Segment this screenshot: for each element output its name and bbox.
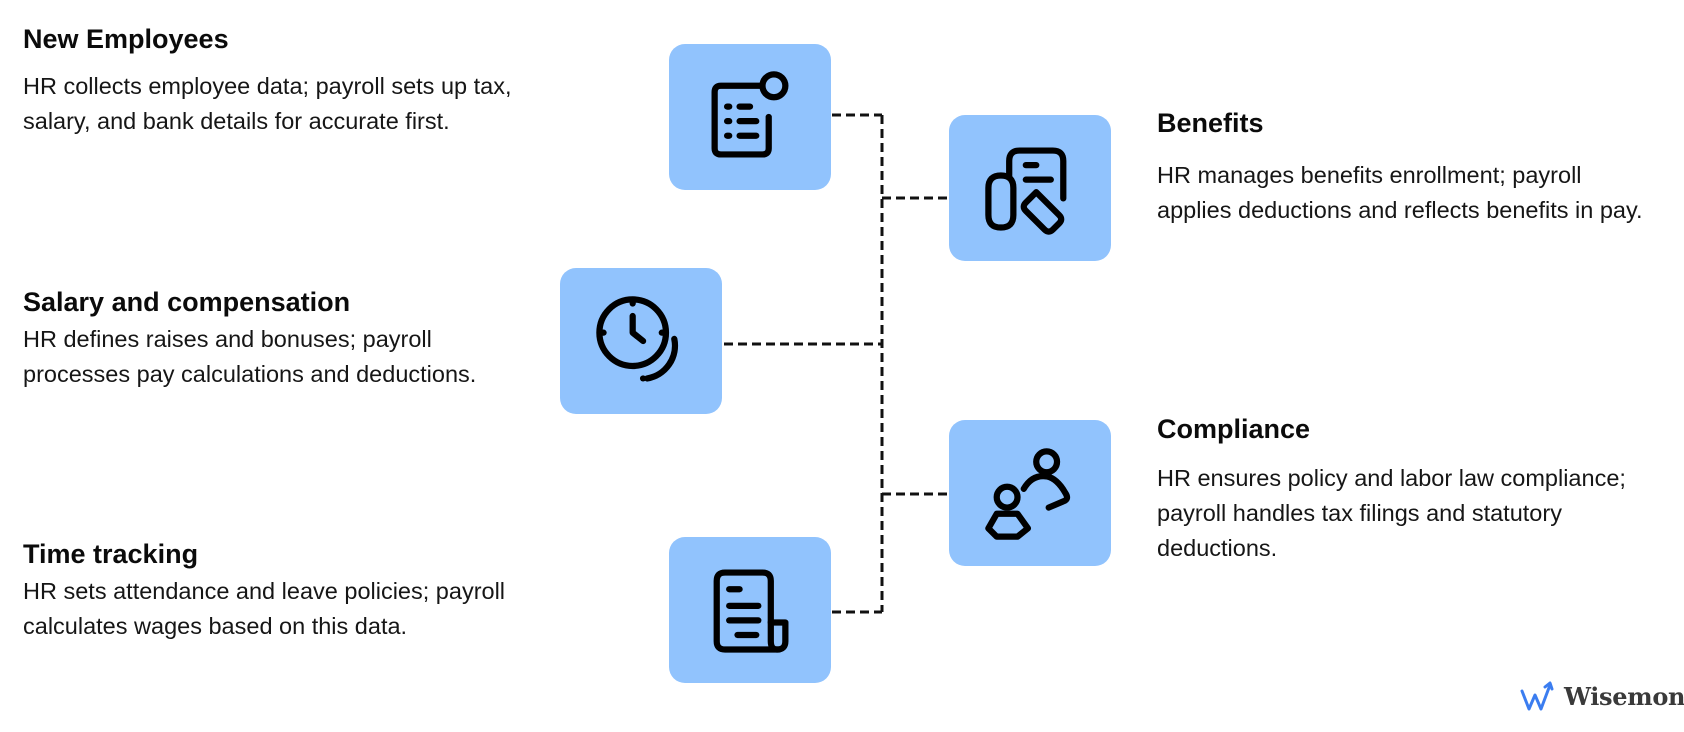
new-employees-description: HR collects employee data; payroll sets …	[23, 69, 512, 139]
wisemonk-logo-icon	[1520, 681, 1554, 711]
salary-title: Salary and compensation	[23, 287, 351, 317]
compliance-title: Compliance	[1157, 414, 1311, 444]
benefits-description-line: HR manages benefits enrollment; payroll	[1157, 162, 1582, 188]
time-tracking-block: Time tracking HR sets attendance and lea…	[23, 537, 505, 644]
wisemonk-logo-text: Wisemonk	[1564, 681, 1684, 711]
new-employees-description-line: salary, and bank details for accurate fi…	[23, 108, 450, 134]
compliance-description-line: HR ensures policy and labor law complian…	[1157, 465, 1626, 491]
time-tracking-description-line: calculates wages based on this data.	[23, 613, 408, 639]
people-icon	[985, 448, 1071, 540]
new-employees-block: New Employees HR collects employee data;…	[23, 22, 512, 139]
wisemonk-logo: Wisemonk	[1520, 676, 1684, 716]
new-employees-description-line: HR collects employee data; payroll sets …	[23, 73, 512, 99]
time-tracking-description-line: HR sets attendance and leave policies; p…	[23, 578, 506, 604]
time-tracking-description: HR sets attendance and leave policies; p…	[23, 574, 505, 644]
benefits-description-line: applies deductions and reflects benefits…	[1157, 197, 1643, 223]
salary-description: HR defines raises and bonuses; payroll p…	[23, 322, 476, 392]
benefits-block: Benefits HR manages benefits enrollment;…	[1157, 106, 1643, 228]
salary-description-line: HR defines raises and bonuses; payroll	[23, 326, 432, 352]
compliance-description: HR ensures policy and labor law complian…	[1157, 461, 1626, 566]
benefits-tile	[949, 115, 1111, 261]
new-employees-tile	[669, 44, 831, 190]
compliance-tile	[949, 420, 1111, 566]
employee-form-icon	[711, 71, 789, 158]
benefits-title: Benefits	[1157, 108, 1264, 138]
time-tracking-tile	[669, 537, 831, 683]
document-icon	[713, 569, 789, 653]
salary-block: Salary and compensation HR defines raise…	[23, 285, 476, 392]
new-employees-title: New Employees	[23, 24, 229, 54]
benefits-description: HR manages benefits enrollment; payroll …	[1157, 158, 1643, 228]
compliance-description-line: payroll handles tax filings and statutor…	[1157, 500, 1562, 526]
salary-description-line: processes pay calculations and deduction…	[23, 361, 477, 387]
salary-tile	[560, 268, 722, 414]
compliance-description-line: deductions.	[1157, 535, 1278, 561]
compliance-block: Compliance HR ensures policy and labor l…	[1157, 412, 1626, 566]
time-tracking-title: Time tracking	[23, 539, 199, 569]
clock-cycle-icon	[596, 296, 679, 382]
benefits-tag-icon	[985, 147, 1067, 235]
